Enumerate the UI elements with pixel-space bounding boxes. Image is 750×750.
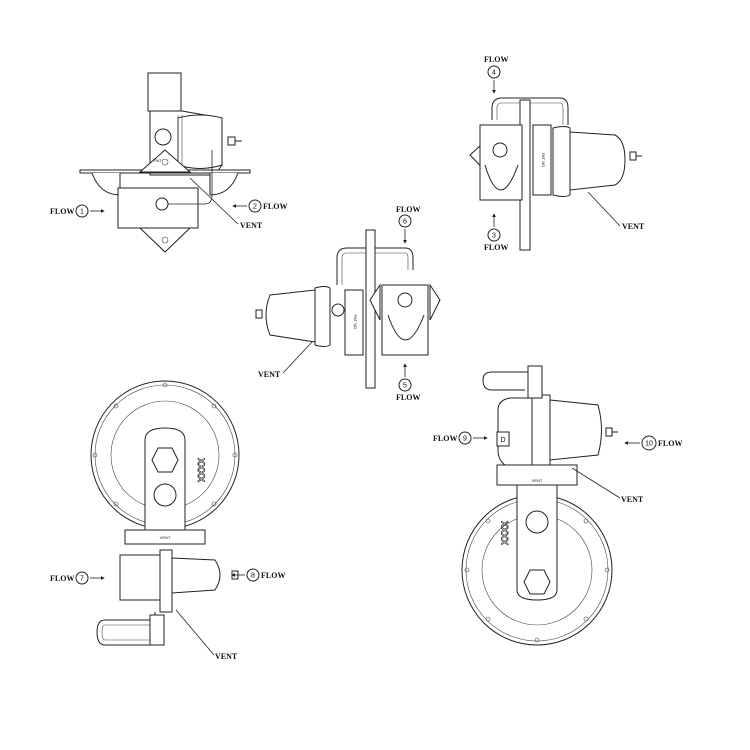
svg-text:VENT: VENT bbox=[240, 221, 263, 230]
svg-text:6: 6 bbox=[403, 219, 407, 226]
svg-text:1: 1 bbox=[80, 209, 84, 216]
d-mark: D bbox=[500, 437, 505, 444]
svg-text:VENT: VENT bbox=[622, 222, 645, 231]
svg-text:VENT: VENT bbox=[160, 535, 171, 540]
regulator-view-3-4: PAT NO bbox=[469, 97, 642, 251]
svg-text:FLOW: FLOW bbox=[484, 55, 508, 64]
xxxx-mark: XXXX bbox=[196, 458, 206, 482]
svg-text:FLOW: FLOW bbox=[658, 439, 682, 448]
svg-text:VENT: VENT bbox=[215, 652, 238, 661]
flow-callout-3: 3 FLOW bbox=[484, 213, 508, 252]
vent-callout-a: VENT bbox=[189, 177, 263, 230]
regulator-view-1-2: PAT bbox=[79, 72, 251, 253]
svg-text:2: 2 bbox=[253, 204, 257, 211]
svg-text:XXXX: XXXX bbox=[500, 521, 510, 545]
flow-callout-4: FLOW 4 bbox=[484, 55, 508, 94]
regulator-view-7-8: XXXX VENT bbox=[90, 380, 240, 646]
flow-callout-7: FLOW 7 bbox=[50, 571, 105, 585]
flow-callout-6: FLOW 6 bbox=[396, 205, 420, 244]
svg-text:5: 5 bbox=[403, 383, 407, 390]
svg-text:7: 7 bbox=[80, 576, 84, 583]
svg-text:FLOW: FLOW bbox=[433, 434, 457, 443]
svg-text:FLOW: FLOW bbox=[261, 571, 285, 580]
flow-callout-9: FLOW 9 bbox=[433, 431, 488, 445]
svg-text:VENT: VENT bbox=[532, 478, 543, 483]
regulator-view-5-6: PAT NO bbox=[255, 229, 441, 389]
vent-callout-e: VENT bbox=[571, 467, 644, 504]
svg-text:FLOW: FLOW bbox=[50, 207, 74, 216]
svg-text:FLOW: FLOW bbox=[396, 205, 420, 214]
svg-text:FLOW: FLOW bbox=[484, 243, 508, 252]
svg-text:3: 3 bbox=[492, 233, 496, 240]
flow-callout-2: 2 FLOW bbox=[232, 199, 287, 213]
svg-text:VENT: VENT bbox=[621, 495, 644, 504]
flow-callout-10: 10 FLOW bbox=[624, 435, 682, 451]
svg-text:FLOW: FLOW bbox=[396, 393, 420, 402]
svg-text:FLOW: FLOW bbox=[263, 202, 287, 211]
svg-text:8: 8 bbox=[251, 573, 255, 580]
flow-callout-5: 5 FLOW bbox=[396, 363, 420, 402]
flow-callout-8: 8 FLOW bbox=[231, 568, 285, 582]
pat-no-mark: PAT NO bbox=[541, 153, 546, 167]
flow-callout-1: FLOW 1 bbox=[50, 204, 105, 218]
vent-callout-d: VENT bbox=[175, 609, 238, 661]
pat-mark: PAT bbox=[154, 158, 162, 163]
vent-callout-b: VENT bbox=[587, 191, 645, 231]
regulator-view-9-10: XXXX VENT D bbox=[461, 365, 618, 646]
svg-text:PAT NO: PAT NO bbox=[353, 315, 358, 329]
svg-text:VENT: VENT bbox=[258, 370, 281, 379]
svg-text:9: 9 bbox=[463, 436, 467, 443]
svg-text:10: 10 bbox=[645, 441, 653, 448]
svg-text:4: 4 bbox=[492, 70, 496, 77]
svg-text:FLOW: FLOW bbox=[50, 574, 74, 583]
vent-callout-c: VENT bbox=[258, 341, 313, 379]
